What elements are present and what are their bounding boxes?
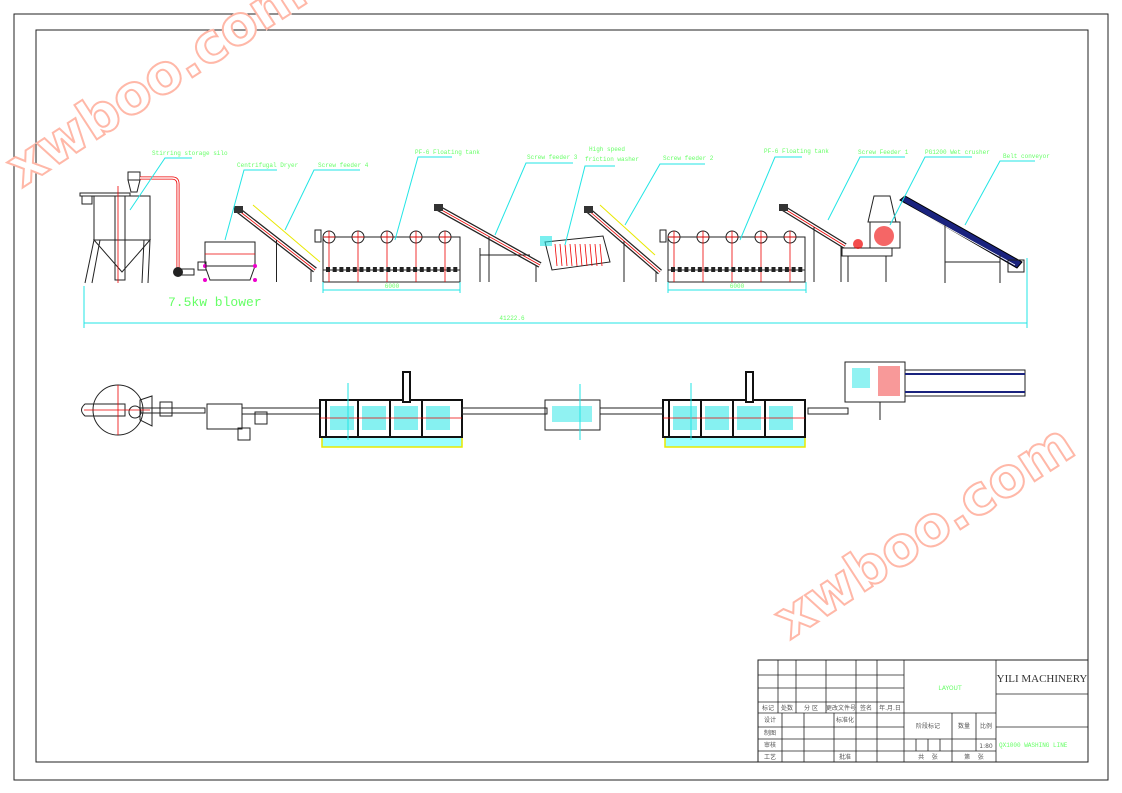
leader-line [827, 156, 905, 221]
title-row-label: 设计 [764, 716, 776, 724]
title-header-cell: 分 区 [804, 704, 818, 712]
screw-feeder-2 [584, 206, 662, 282]
centrifugal-dryer [197, 241, 257, 282]
watermark-bottom: xwboo.com [763, 411, 1085, 651]
company-name: YILI MACHINERY [997, 673, 1088, 685]
floating-tank-plan-1 [319, 371, 463, 448]
standardization-label: 标准化 [836, 716, 854, 724]
blower-label: 7.5kw blower [168, 295, 262, 310]
equipment-label: Stirring storage silo [152, 150, 228, 157]
equipment-label: Screw Feeder 1 [858, 149, 909, 156]
leader-line [739, 156, 802, 241]
equipment-label: PF-6 Floating tank [764, 148, 829, 155]
dimension-total: 41222.6 [499, 315, 525, 322]
floating-tank-2 [659, 229, 806, 283]
total-sheets-label: 共 张 [918, 753, 938, 761]
screw-feeder-1 [779, 204, 847, 282]
dimension-tank2: 6000 [730, 283, 745, 290]
title-header-cell: 标记 [762, 704, 774, 712]
leader-line [964, 160, 1035, 226]
scale-value: 1:80 [979, 743, 993, 750]
equipment-label: High speed [589, 146, 625, 153]
leader-line [564, 165, 615, 246]
equipment-label: Screw feeder 3 [527, 154, 578, 161]
equipment-label: Centrifugal Dryer [237, 162, 299, 169]
layout-label: LAYOUT [938, 685, 962, 692]
quantity-label: 数量 [958, 722, 970, 730]
title-header-cell: 处数 [781, 704, 793, 712]
stirring-storage-silo [79, 171, 195, 284]
elevation-machines [234, 204, 847, 283]
equipment-label: Screw feeder 4 [318, 162, 369, 169]
equipment-label: Belt conveyor [1003, 153, 1050, 160]
outer-frame [13, 13, 1109, 781]
equipment-label: PG1200 Wet crusher [925, 149, 990, 156]
equipment-label: Screw feeder 2 [663, 155, 714, 162]
inner-frame [35, 29, 1089, 763]
title-header-cell: 签名 [860, 704, 872, 712]
equipment-label: friction washer [585, 156, 639, 163]
leader-line [889, 156, 972, 226]
leader-line [129, 157, 192, 211]
sheet-number-label: 第 张 [964, 753, 984, 761]
floating-tank-1 [314, 229, 461, 283]
equipment-label: PF-6 Floating tank [415, 149, 480, 156]
title-block: 标记处数 分 区更改文件号签名年.月.日 设计制图审核工艺 标准化 批准 LAYO… [757, 659, 1089, 763]
leader-line [284, 169, 360, 231]
leader-line [224, 169, 277, 241]
belt-conveyor [899, 195, 1025, 283]
approve-label: 批准 [839, 753, 851, 761]
title-row-label: 工艺 [764, 753, 776, 761]
friction-washer [540, 235, 611, 271]
leader-line [624, 163, 705, 226]
belt-conveyor-plan [904, 369, 1026, 397]
drawing-name: QX1000 WASHING LINE [999, 742, 1068, 749]
dimension-tank1: 6000 [385, 283, 400, 290]
plan-view [81, 361, 1026, 448]
title-row-label: 制图 [764, 729, 776, 737]
friction-washer-plan [544, 399, 601, 431]
leader-line [394, 156, 452, 241]
floating-tank-plan-2 [662, 371, 806, 448]
stage-mark-label: 阶段标记 [916, 722, 940, 730]
leader-line [494, 162, 573, 236]
wet-crusher [841, 195, 901, 282]
title-row-label: 审核 [764, 741, 776, 749]
scale-label: 比例 [980, 722, 992, 730]
title-header-cell: 年.月.日 [879, 704, 901, 712]
title-header-cell: 更改文件号 [826, 704, 856, 712]
screw-feeder-4 [234, 206, 317, 282]
